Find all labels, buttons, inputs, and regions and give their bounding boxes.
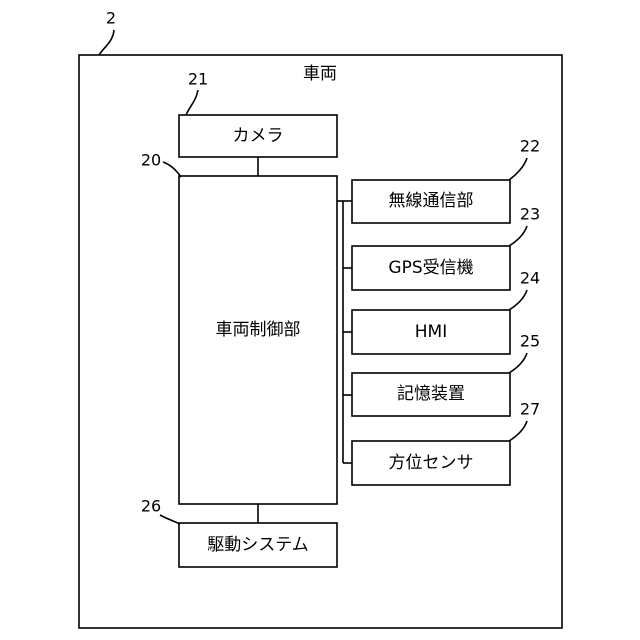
orientation-label: 方位センサ (389, 453, 474, 473)
gps-label: GPS受信機 (388, 258, 473, 278)
drive-label: 駆動システム (207, 535, 309, 555)
camera-ref-number: 21 (188, 70, 208, 89)
vehicle-ref-leader (99, 30, 114, 55)
camera-label: カメラ (233, 126, 284, 146)
wireless-label: 無線通信部 (389, 191, 474, 211)
hmi-label: HMI (415, 322, 447, 342)
orientation-ref-number: 27 (520, 400, 540, 419)
controller-label: 車両制御部 (216, 320, 301, 340)
drive-ref-number: 26 (141, 497, 161, 516)
controller-box (179, 176, 337, 504)
hmi-ref-number: 24 (520, 269, 540, 288)
storage-ref-number: 25 (520, 332, 540, 351)
vehicle-ref-number: 2 (106, 9, 116, 28)
storage-label: 記憶装置 (397, 384, 465, 404)
wireless-ref-number: 22 (520, 137, 540, 156)
gps-ref-number: 23 (520, 205, 540, 224)
vehicle-title: 車両 (303, 64, 337, 84)
controller-ref-number: 20 (141, 151, 161, 170)
